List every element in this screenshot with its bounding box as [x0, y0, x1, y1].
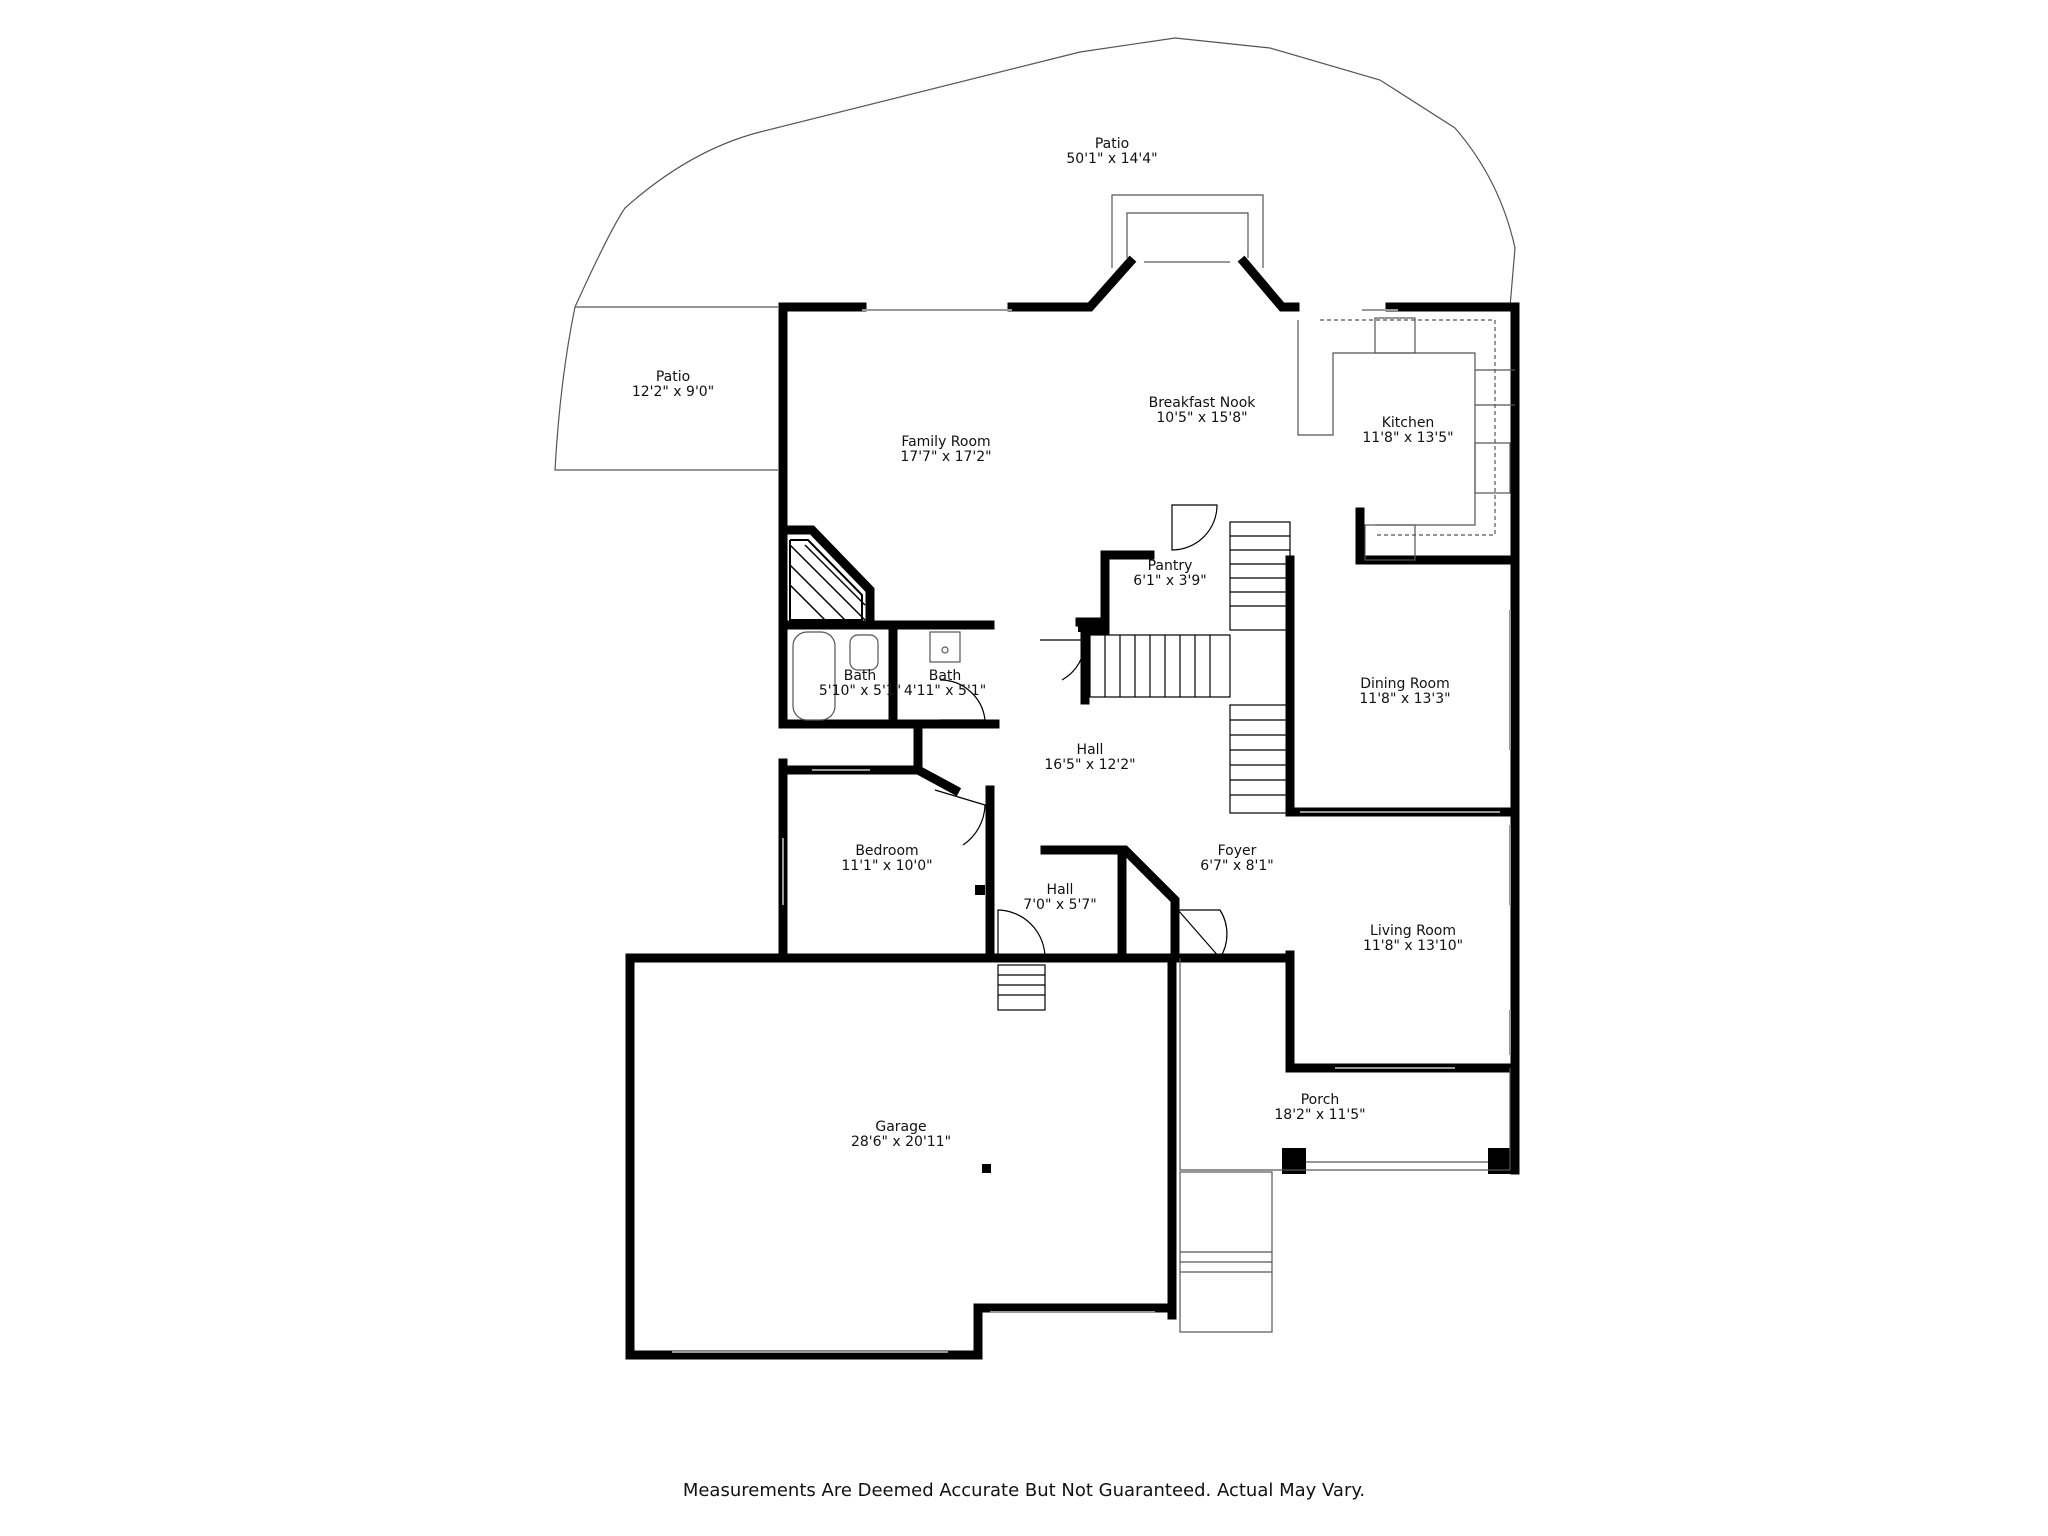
patio-side-label: Patio: [656, 369, 690, 385]
fireplace-hatch: [789, 539, 866, 621]
room-labels: Patio 50'1" x 14'4" Patio 12'2" x 9'0" F…: [632, 136, 1463, 1150]
garage-marker: [982, 1164, 991, 1173]
bath-2-label: Bath: [929, 668, 962, 684]
bedroom-size: 11'1" x 10'0": [841, 858, 932, 874]
patio-side-size: 12'2" x 9'0": [632, 384, 714, 400]
patio-back-outline: [574, 37, 1516, 308]
hall-main-size: 16'5" x 12'2": [1044, 757, 1135, 773]
kitchen-label: Kitchen: [1382, 415, 1435, 431]
stairs: [997, 521, 1291, 1011]
bath-fixtures: [792, 631, 961, 721]
breakfast-nook-size: 10'5" x 15'8": [1156, 410, 1247, 426]
bath-1-size: 5'10" x 5'1": [819, 683, 901, 699]
kitchen-size: 11'8" x 13'5": [1362, 430, 1453, 446]
patio-back-label: Patio: [1095, 136, 1129, 152]
pantry-label: Pantry: [1148, 558, 1193, 574]
doors: [934, 504, 1228, 960]
foyer-size: 6'7" x 8'1": [1200, 858, 1273, 874]
living-room-label: Living Room: [1370, 923, 1456, 939]
garage-size: 28'6" x 20'11": [851, 1134, 951, 1150]
patio-side-outline: [554, 306, 778, 471]
hall-main-label: Hall: [1077, 742, 1104, 758]
porch-label: Porch: [1301, 1092, 1340, 1108]
family-room-size: 17'7" x 17'2": [900, 449, 991, 465]
dining-room-size: 11'8" x 13'3": [1359, 691, 1450, 707]
foyer-label: Foyer: [1218, 843, 1257, 859]
hall-small-size: 7'0" x 5'7": [1023, 897, 1096, 913]
porch-posts: [975, 618, 1512, 1174]
living-room-size: 11'8" x 13'10": [1363, 938, 1463, 954]
bedroom-label: Bedroom: [855, 843, 918, 859]
bath-2-size: 4'11" x 5'1": [904, 683, 986, 699]
kitchen-counters: [1297, 317, 1515, 561]
disclaimer-text: Measurements Are Deemed Accurate But Not…: [682, 1480, 1366, 1501]
porch-size: 18'2" x 11'5": [1274, 1107, 1365, 1123]
garage-steps-outline: [1179, 1171, 1273, 1333]
hall-small-label: Hall: [1047, 882, 1074, 898]
patio-back-size: 50'1" x 14'4": [1066, 151, 1157, 167]
bath-1-label: Bath: [844, 668, 877, 684]
family-room-label: Family Room: [901, 434, 990, 450]
windows: [672, 261, 1511, 1353]
bay-window-outline: [1111, 194, 1264, 268]
garage-label: Garage: [875, 1119, 926, 1135]
pantry-size: 6'1" x 3'9": [1133, 573, 1206, 589]
breakfast-nook-label: Breakfast Nook: [1149, 395, 1257, 411]
dining-room-label: Dining Room: [1360, 676, 1450, 692]
porch-outline: [1179, 958, 1511, 1171]
